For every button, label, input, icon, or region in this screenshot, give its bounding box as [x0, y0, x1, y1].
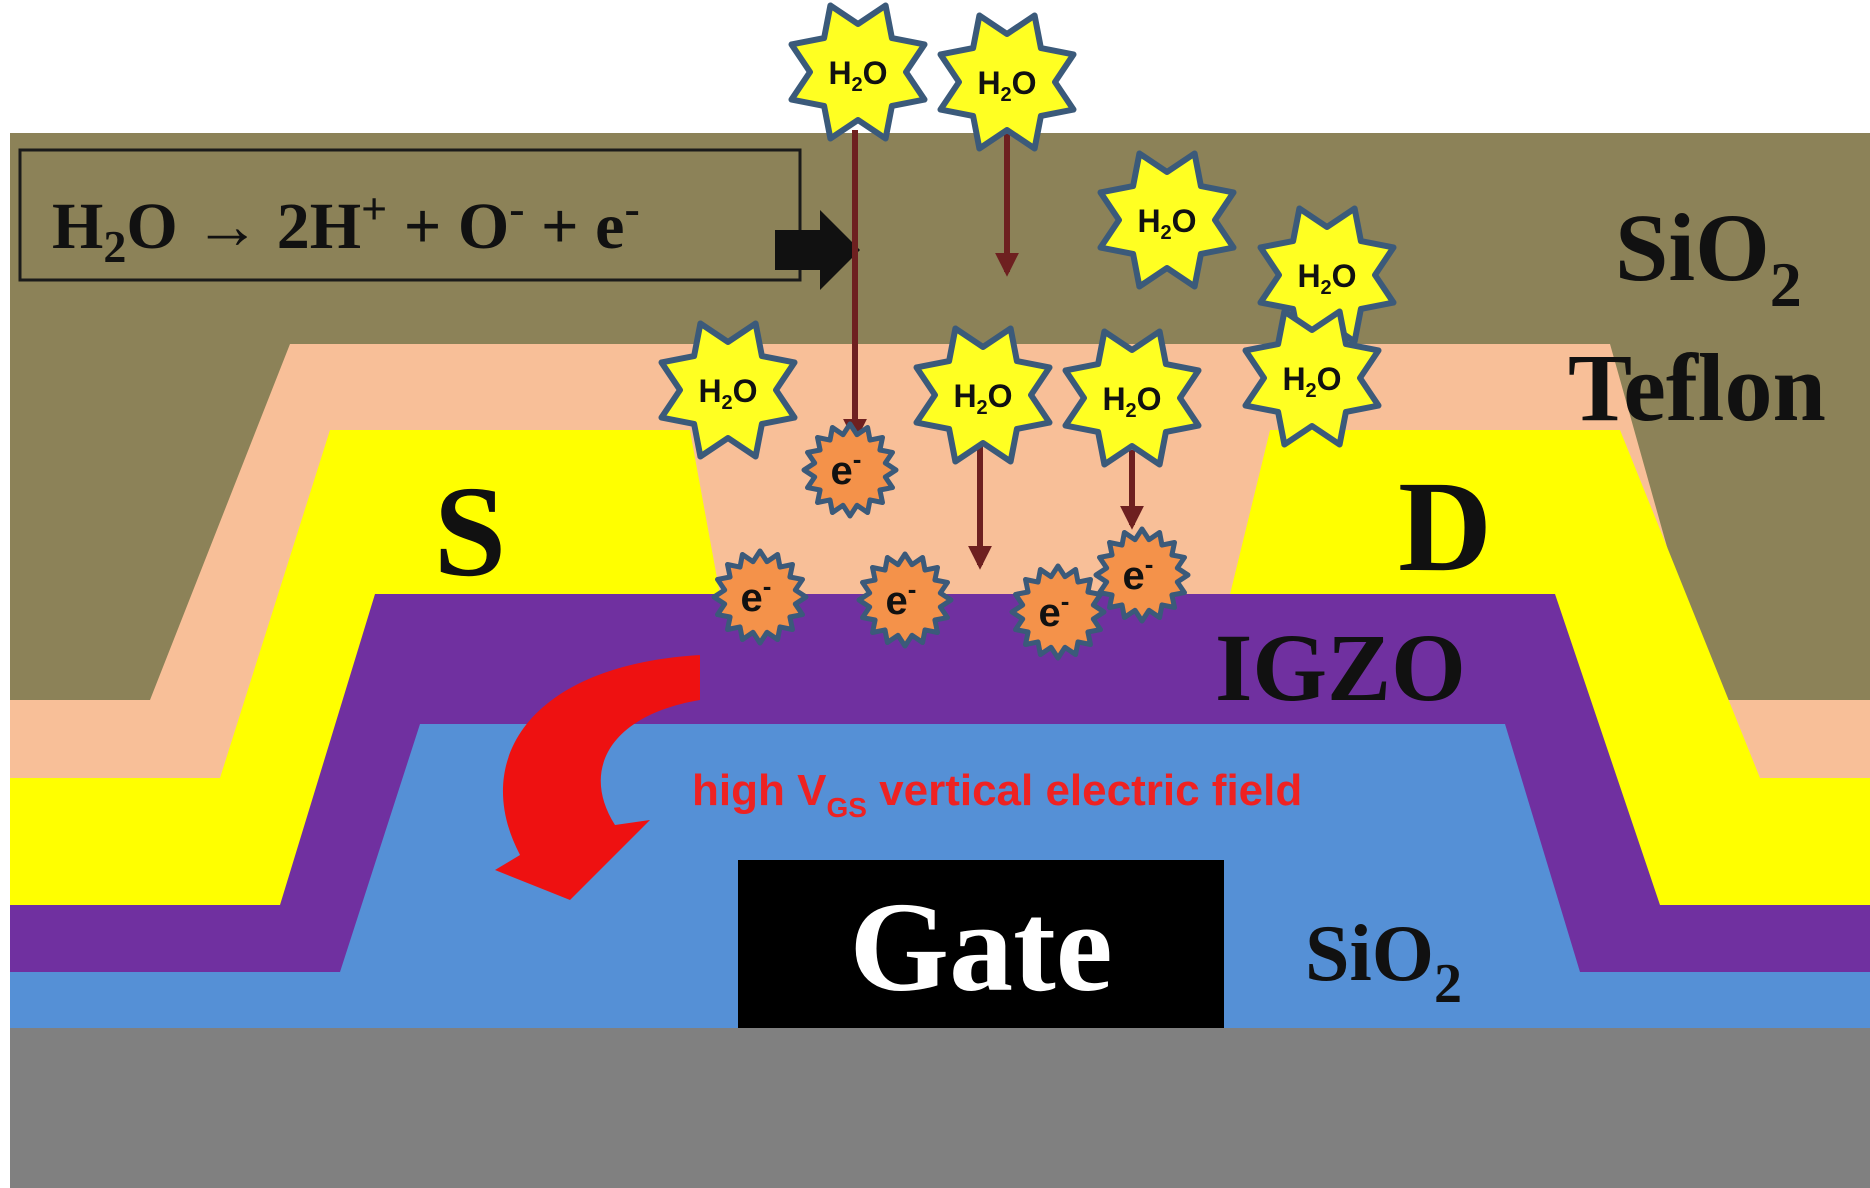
gate-electrode: [738, 860, 1224, 1028]
svg-text:H2O: H2O: [1282, 361, 1341, 402]
svg-text:H2O: H2O: [1297, 258, 1356, 299]
drain-label: D: [1398, 455, 1492, 599]
svg-text:e-: e-: [831, 444, 862, 493]
substrate-layer: [10, 1028, 1870, 1188]
h2o-molecule-icon: H2O: [913, 325, 1053, 465]
ionization-equation: H2O → 2H+ + O- + e-: [52, 166, 640, 272]
h2o-molecule-icon: H2O: [788, 2, 928, 142]
source-label: S: [434, 460, 506, 604]
igzo-label: IGZO: [1215, 614, 1466, 721]
electron-icon: e-: [1093, 526, 1191, 624]
electron-icon: e-: [1009, 563, 1107, 661]
top-sio2-label: SiO2: [1615, 194, 1802, 320]
svg-text:e-: e-: [741, 571, 772, 620]
water-flow-arrows: [843, 130, 1144, 570]
vertical-field-arrow: [495, 594, 700, 900]
svg-text:H2O: H2O: [698, 373, 757, 414]
svg-text:e-: e-: [886, 574, 917, 623]
h2o-molecule-icon: H2O: [1257, 205, 1397, 345]
svg-text:H2O: H2O: [828, 55, 887, 96]
svg-text:e-: e-: [1039, 586, 1070, 635]
svg-text:e-: e-: [1123, 549, 1154, 598]
teflon-label: Teflon: [1568, 334, 1826, 441]
field-label: high VGS vertical electric field: [692, 766, 1302, 823]
equation-box: [18, 148, 802, 282]
svg-text:H2O: H2O: [1102, 381, 1161, 422]
svg-text:H2O: H2O: [953, 378, 1012, 419]
svg-text:H2O: H2O: [1137, 203, 1196, 244]
bottom-sio2-label: SiO2: [1305, 910, 1462, 1015]
h2o-molecule-icon: H2O: [1097, 150, 1237, 290]
gate-label: Gate: [850, 876, 1113, 1018]
h2o-molecule-icon: H2O: [937, 12, 1077, 152]
h2o-molecule-icon: H2O: [658, 320, 798, 460]
electron-icon: e-: [856, 551, 954, 649]
water-molecules: H2O H2O H2O H2O H2O H2O H2O H2O: [658, 2, 1397, 468]
equation-pointer-arrow: [775, 210, 860, 290]
h2o-molecule-icon: H2O: [1242, 308, 1382, 448]
h2o-molecule-icon: H2O: [1062, 328, 1202, 468]
svg-text:H2O: H2O: [977, 65, 1036, 106]
electrons: e-e-e-e-e-: [711, 421, 1191, 661]
electron-icon: e-: [801, 421, 899, 519]
electron-icon: e-: [711, 548, 809, 646]
